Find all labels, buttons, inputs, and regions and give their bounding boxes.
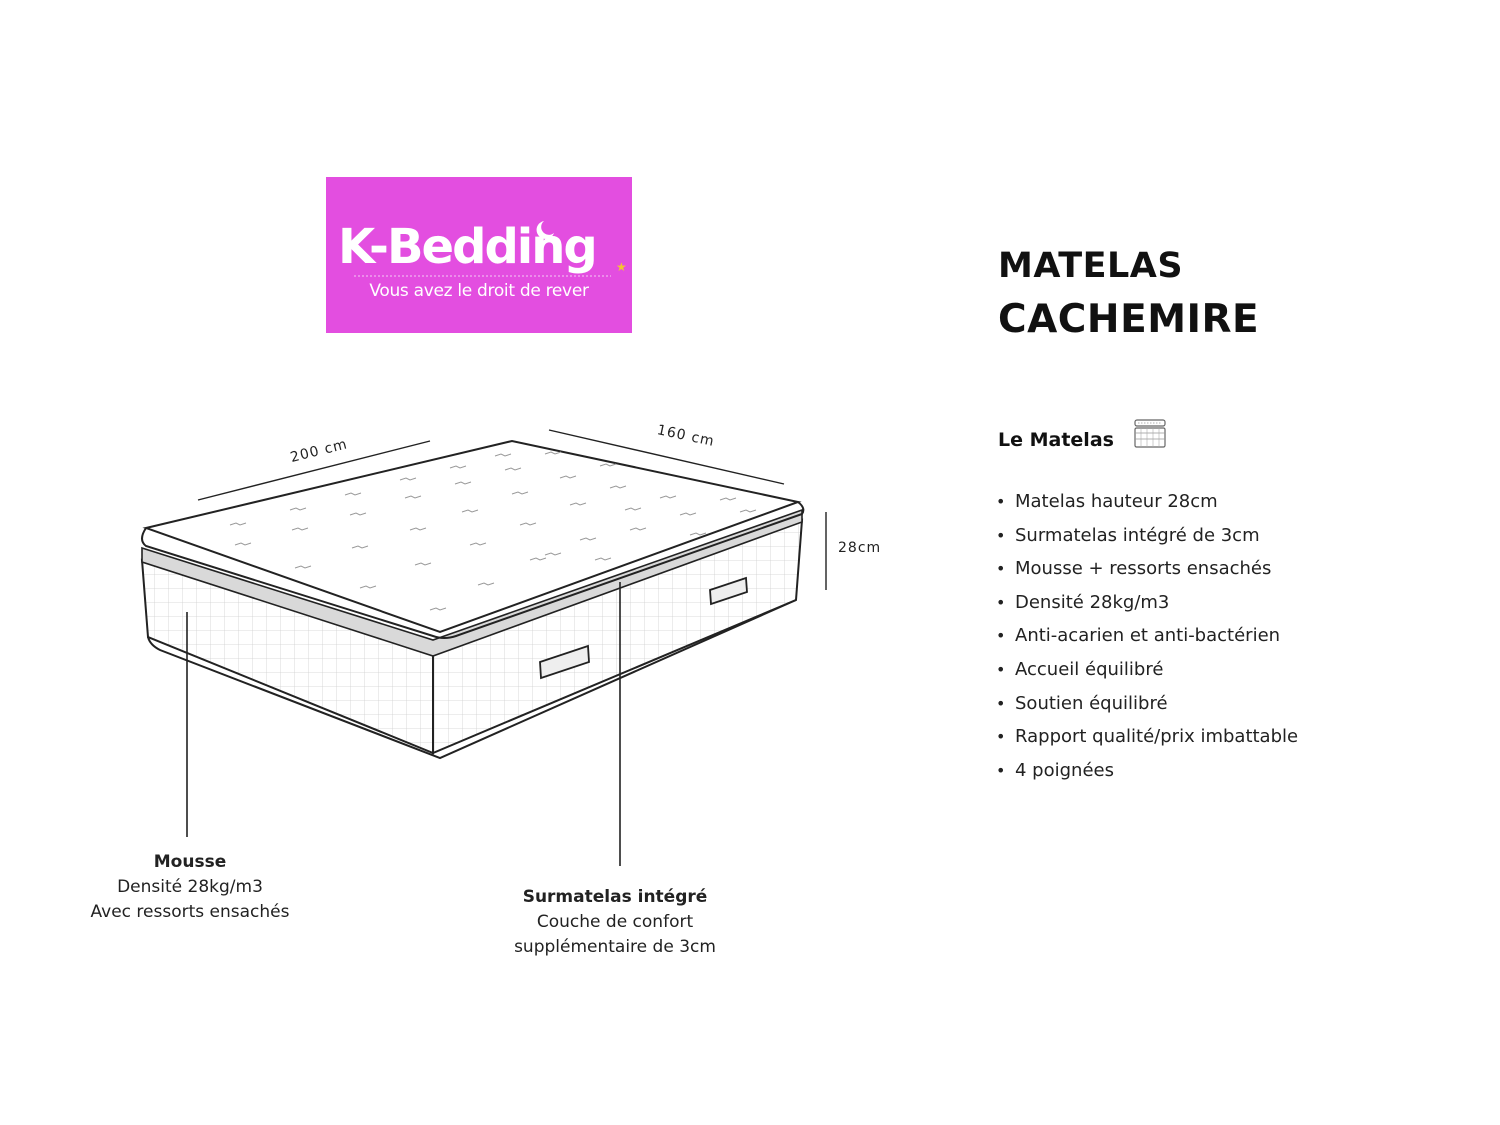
feature-item: •Surmatelas intégré de 3cm	[996, 524, 1260, 546]
feature-item: •Matelas hauteur 28cm	[996, 491, 1218, 512]
feature-item: •Accueil équilibré	[996, 658, 1164, 680]
feature-item: •Densité 28kg/m3	[996, 591, 1170, 613]
section-heading: Le Matelas	[998, 429, 1114, 451]
feature-item: •4 poignées	[996, 759, 1114, 781]
dimension-height: 28cm	[838, 540, 881, 556]
feature-item: •Anti-acarien et anti-bactérien	[996, 625, 1281, 647]
logo-moon-icon: ★	[354, 221, 627, 277]
brand-logo: ★ K-Bedding Vous avez le droit de rever	[326, 177, 632, 333]
callout-surmatelas: Surmatelas intégré Couche de confort sup…	[475, 885, 755, 960]
dimension-width: 160 cm	[656, 422, 717, 450]
svg-text:★: ★	[616, 260, 627, 274]
feature-list: •Matelas hauteur 28cm •Surmatelas intégr…	[996, 485, 1298, 787]
feature-item: •Soutien équilibré	[996, 692, 1168, 714]
dimension-length: 200 cm	[289, 436, 350, 466]
feature-item: •Mousse + ressorts ensachés	[996, 558, 1272, 580]
callout-mousse-line1: Densité 28kg/m3	[117, 877, 263, 897]
dimension-line-length	[197, 440, 431, 501]
callout-mousse: Mousse Densité 28kg/m3 Avec ressorts ens…	[60, 850, 320, 925]
callout-surmatelas-line2: supplémentaire de 3cm	[514, 937, 716, 957]
logo-tagline: Vous avez le droit de rever	[369, 281, 589, 301]
mattress-icon	[1134, 419, 1166, 448]
product-title-line2: CACHEMIRE	[998, 297, 1260, 342]
callout-mousse-heading: Mousse	[153, 852, 227, 872]
callout-mousse-line2: Avec ressorts ensachés	[90, 902, 290, 922]
product-title-line1: MATELAS	[998, 246, 1184, 286]
quilt-stitches	[229, 451, 757, 611]
logo-name: K-Bedding	[338, 219, 598, 275]
handle-icon	[539, 576, 748, 680]
topper-band	[141, 508, 803, 657]
feature-item: •Rapport qualité/prix imbattable	[996, 726, 1299, 748]
callout-surmatelas-line1: Couche de confort	[536, 912, 694, 932]
dimension-line-width	[548, 429, 785, 485]
callout-surmatelas-heading: Surmatelas intégré	[522, 887, 708, 907]
